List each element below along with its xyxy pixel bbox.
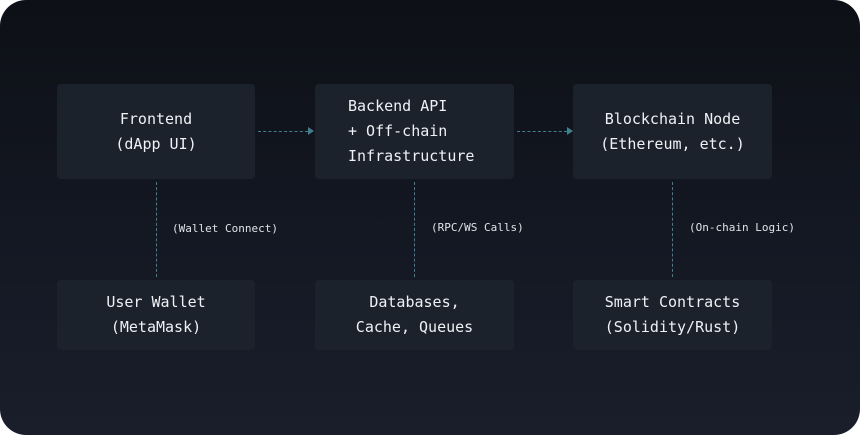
node-blockchain-line-2: (Ethereum, etc.) xyxy=(600,134,745,153)
edge-blockchain-contracts xyxy=(672,182,673,277)
node-frontend-line-1: Frontend xyxy=(119,109,193,128)
node-wallet-line-1: User Wallet xyxy=(106,293,206,311)
edge-label-wallet-connect: (Wallet Connect) xyxy=(172,222,278,235)
edge-backend-blockchain xyxy=(517,131,567,132)
node-databases-line-1: Databases, xyxy=(369,293,460,311)
edge-label-rpc-ws-calls: (RPC/WS Calls) xyxy=(431,221,524,234)
node-databases-line-2: Cache, Queues xyxy=(355,318,474,336)
edge-frontend-backend-arrowhead xyxy=(308,127,314,135)
node-backend-line-1: Backend API xyxy=(348,97,448,115)
node-blockchain-line-1: Blockchain Node xyxy=(604,109,741,128)
node-blockchain: Blockchain Node (Ethereum, etc.) xyxy=(573,84,772,179)
node-backend-api: Backend API + Off-chain Infrastructure xyxy=(315,84,514,179)
edge-frontend-backend xyxy=(258,131,308,132)
node-smart-contracts: Smart Contracts (Solidity/Rust) xyxy=(573,280,772,350)
edge-label-on-chain-logic: (On-chain Logic) xyxy=(689,221,795,234)
node-databases: Databases, Cache, Queues xyxy=(315,280,514,350)
node-wallet-line-2: (MetaMask) xyxy=(110,318,202,336)
node-contracts-line-1: Smart Contracts xyxy=(604,293,741,311)
edge-backend-blockchain-arrowhead xyxy=(567,127,573,135)
node-frontend: Frontend (dApp UI) xyxy=(57,84,255,179)
edge-frontend-wallet xyxy=(156,182,157,277)
node-backend-line-2: + Off-chain xyxy=(348,122,448,140)
node-frontend-line-2: (dApp UI) xyxy=(115,134,197,153)
edge-backend-databases xyxy=(414,182,415,277)
node-contracts-line-2: (Solidity/Rust) xyxy=(604,318,741,336)
node-user-wallet: User Wallet (MetaMask) xyxy=(57,280,255,350)
node-backend-line-3: Infrastructure xyxy=(348,147,475,165)
